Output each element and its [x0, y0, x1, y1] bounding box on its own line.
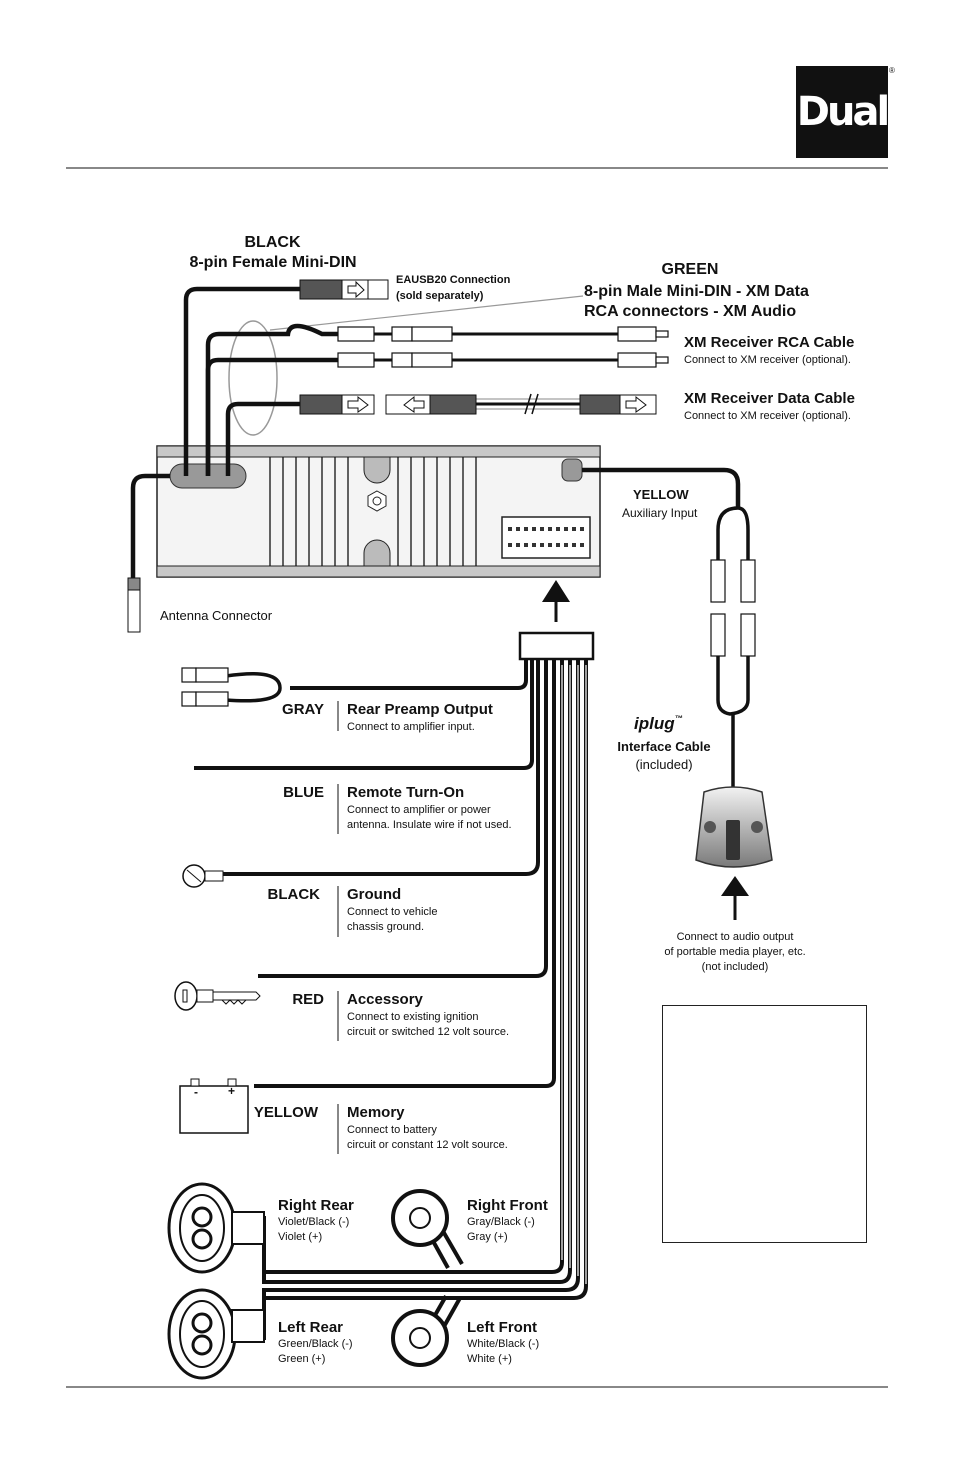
blue-wire-color: BLUE	[283, 784, 324, 801]
left-rear-pos: Green (+)	[278, 1353, 326, 1365]
gray-wire-desc1: Connect to amplifier input.	[347, 721, 475, 733]
iplug-interface-cable-label: Interface Cable	[617, 739, 711, 754]
rca-plugs-top	[337, 326, 669, 368]
xm-data-cable-connector-right	[579, 394, 657, 415]
right-rear-neg: Violet/Black (-)	[278, 1216, 350, 1228]
left-front-title: Left Front	[467, 1319, 537, 1336]
battery	[179, 1078, 249, 1134]
green-cables-highlight	[228, 320, 278, 436]
right-front-title: Right Front	[467, 1197, 548, 1214]
iplug-cable	[716, 506, 750, 560]
blue-wire-desc1: Connect to amplifier or power	[347, 804, 491, 816]
left-rear-title: Left Rear	[278, 1319, 344, 1336]
left-rear-neg: Green/Black (-)	[278, 1338, 353, 1350]
black-wire-title: Ground	[347, 886, 402, 903]
left-front-pos: White (+)	[467, 1353, 512, 1365]
right-rear-pos: Violet (+)	[278, 1231, 323, 1243]
iplug-included-label: (included)	[635, 757, 693, 772]
aux-wire	[582, 467, 741, 508]
yellow-aux-title: YELLOW	[633, 487, 689, 502]
rca-wire-upper	[205, 323, 338, 476]
green-mini-din-connector	[299, 394, 375, 415]
black-mini-din-connector	[299, 279, 389, 300]
black-wire-desc1: Connect to vehicle	[347, 906, 438, 918]
black-connector-title: BLACK	[244, 234, 301, 251]
blue-wire-title: Remote Turn-On	[347, 784, 465, 801]
left-front-speaker	[391, 1309, 449, 1367]
iplug-device	[695, 786, 773, 868]
yellow-wire-color: YELLOW	[253, 1104, 318, 1121]
right-front-pos: Gray (+)	[467, 1231, 508, 1243]
iplug-connect-line1: Connect to audio output	[676, 931, 794, 943]
green-connector-line1: 8-pin Male Mini-DIN - XM Data	[584, 283, 809, 300]
green-connector-line2: RCA connectors - XM Audio	[584, 303, 797, 320]
iplug-rca-plugs	[710, 559, 756, 657]
antenna-connector-plug	[127, 577, 141, 633]
yellow-wire-title: Memory	[347, 1104, 405, 1121]
iplug-connect-line2: of portable media player, etc.	[664, 946, 806, 958]
rca-wire-lower	[205, 357, 338, 476]
iplug-logo: iplug™	[634, 714, 683, 733]
left-rear-speaker	[167, 1288, 265, 1380]
black-wire-desc2: chassis ground.	[347, 921, 425, 933]
xm-data-wire	[225, 401, 300, 476]
gray-wire-color: GRAY	[282, 701, 324, 718]
gray-rca-plugs	[181, 667, 229, 707]
black-connector-subtitle: 8-pin Female Mini-DIN	[189, 254, 357, 271]
battery-minus-label: -	[194, 1085, 198, 1099]
left-front-neg: White/Black (-)	[467, 1338, 540, 1350]
ignition-key	[174, 981, 261, 1011]
iplug-input-arrow	[721, 876, 749, 920]
right-front-speaker	[391, 1189, 449, 1247]
red-wire-desc2: circuit or switched 12 volt source.	[347, 1026, 510, 1038]
harness-plug	[518, 631, 595, 661]
red-wire-color: RED	[292, 991, 324, 1008]
eausb-label: EAUSB20 Connection	[396, 274, 511, 286]
battery-plus-label: +	[228, 1084, 236, 1098]
xm-data-cable-desc: Connect to XM receiver (optional).	[684, 410, 851, 422]
harness-arrow	[542, 580, 570, 622]
right-front-neg: Gray/Black (-)	[467, 1216, 535, 1228]
green-connector-title: GREEN	[661, 261, 719, 278]
red-wire-title: Accessory	[347, 991, 423, 1008]
gray-wire-title: Rear Preamp Output	[347, 701, 493, 718]
black-din-wire	[183, 286, 300, 476]
registered-mark: ®	[889, 66, 895, 75]
ground-ring-terminal	[182, 864, 224, 888]
xm-data-cable-title: XM Receiver Data Cable	[684, 390, 855, 407]
red-wire-desc1: Connect to existing ignition	[347, 1011, 479, 1023]
aux-input-label: Auxiliary Input	[622, 506, 698, 520]
yellow-wire-desc1: Connect to battery	[347, 1124, 437, 1136]
xm-data-cable-connector-left	[385, 394, 477, 415]
xm-rca-cable-title: XM Receiver RCA Cable	[684, 334, 855, 351]
yellow-wire-desc2: circuit or constant 12 volt source.	[347, 1139, 508, 1151]
dual-logo: Dual	[796, 66, 890, 158]
black-wire-color: BLACK	[267, 886, 321, 903]
note-box	[662, 1005, 867, 1243]
xm-rca-cable-desc: Connect to XM receiver (optional).	[684, 354, 851, 366]
iplug-connect-line3: (not included)	[701, 961, 769, 973]
right-rear-speaker	[167, 1182, 265, 1274]
eausb-sublabel: (sold separately)	[396, 290, 484, 302]
antenna-wire	[130, 473, 170, 578]
blue-wire-desc2: antenna. Insulate wire if not used.	[347, 819, 512, 831]
head-unit-chassis	[156, 445, 601, 578]
right-rear-title: Right Rear	[278, 1197, 354, 1214]
antenna-connector-label: Antenna Connector	[160, 608, 273, 623]
